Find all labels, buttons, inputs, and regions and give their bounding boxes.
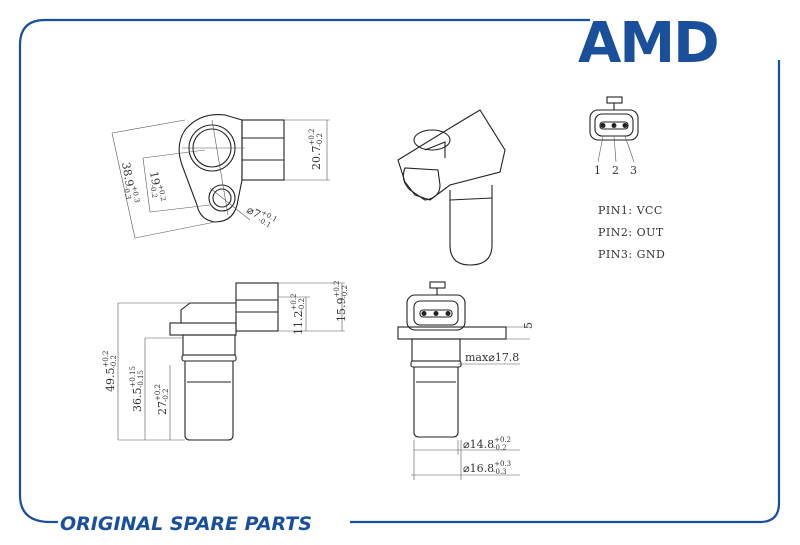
dim-top-hole-spacing: 19+0.2-0.2: [146, 170, 167, 203]
dim-front-flange: 5: [522, 322, 535, 329]
dim-side-conn-inner: 11.2+0.2-0.2: [290, 294, 306, 336]
pin-label-1: PIN1: VCC: [598, 204, 663, 217]
frame-border: [18, 18, 781, 524]
pin-label-3: PIN3: GND: [598, 248, 665, 261]
footer-slogan: ORIGINAL SPARE PARTS: [60, 513, 312, 535]
side-view: [117, 282, 345, 441]
isometric-view: [397, 109, 506, 266]
pin-label-2: PIN2: OUT: [598, 226, 664, 239]
dim-front-body-dia: ⌀16.8+0.3-0.3: [463, 460, 511, 476]
pin-number-3: 3: [630, 164, 638, 177]
dim-top-hole-dia: ⌀7+0.1-0.1: [244, 202, 279, 231]
dim-top-length: 38.9+0.3-0.3: [118, 161, 141, 205]
dim-side-tip: 27+0.2-0.2: [154, 384, 170, 415]
front-view: [397, 281, 530, 480]
dim-top-height: 20.7+0.2-0.2: [308, 129, 324, 171]
dim-front-max-dia: max⌀17.8: [465, 351, 519, 364]
dim-side-body: 36.5+0.15-0.15: [129, 366, 145, 412]
dim-front-tip-dia: ⌀14.8+0.2-0.2: [463, 436, 511, 452]
dim-side-total: 49.5+0.2-0.2: [102, 351, 118, 393]
pin-number-1: 1: [594, 164, 602, 177]
pin-number-2: 2: [612, 164, 620, 177]
top-view: [111, 114, 330, 239]
brand-logo: AMD: [578, 11, 718, 76]
dim-side-conn-outer: 15.9+0.2-0.2: [333, 281, 349, 323]
connector-pin-view: [589, 96, 639, 163]
